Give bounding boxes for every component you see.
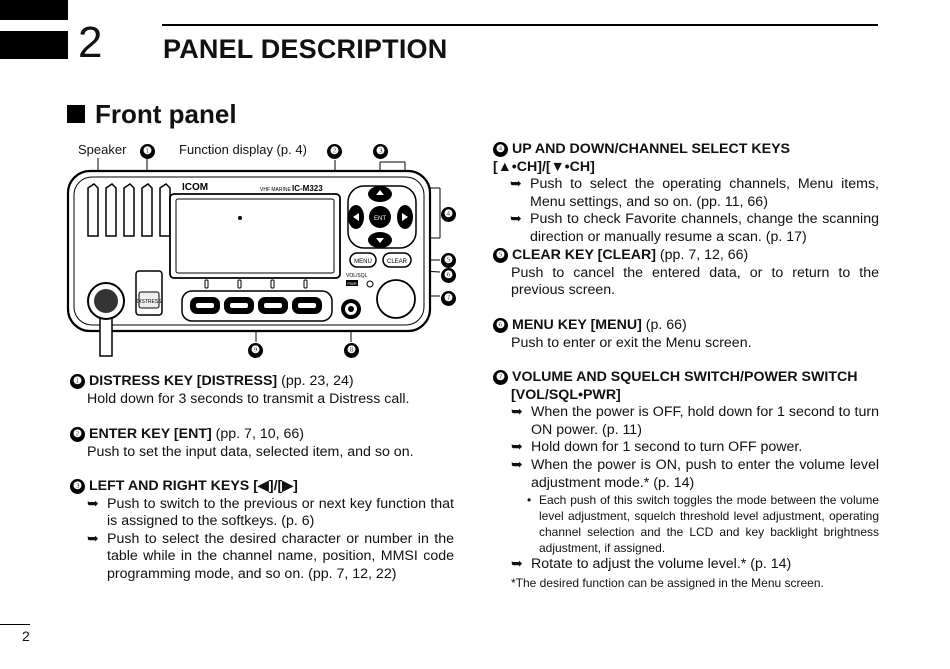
bullet-text: Push to select the desired character or … (107, 530, 454, 582)
vhf-marine-text: VHF MARINE (260, 187, 292, 193)
item-ref: (pp. 23, 24) (277, 373, 354, 389)
bullet-text: Push to check Favorite channels, change … (530, 211, 879, 245)
chapter-tab-bottom (0, 31, 68, 59)
item-body: Push to set the input data, selected ite… (87, 443, 414, 460)
section-title-text: Front panel (95, 99, 237, 129)
callout-9: ❾ (248, 343, 263, 358)
distress-key-text: DISTRESS (136, 299, 162, 305)
item-ref: (pp. 7, 12, 66) (655, 247, 749, 263)
bullet-text: Hold down for 1 second to turn OFF power… (531, 439, 803, 456)
item-ref: (p. 66) (641, 317, 687, 333)
item-title: MENU KEY [MENU] (512, 317, 642, 333)
page-title: PANEL DESCRIPTION (163, 34, 448, 64)
arrow-bullet-icon: ➥ (511, 556, 523, 573)
bullet-text: When the power is ON, push to enter the … (531, 456, 879, 491)
callout-4: ❹ (493, 142, 508, 157)
item-left-right-keys: ❸ LEFT AND RIGHT KEYS [◀]/[▶] ➥ Push to sw… (70, 478, 454, 584)
arrow-bullet-icon: ➥ (511, 404, 523, 421)
callout-2: ❷ (70, 427, 85, 442)
bullet-item: ➥ Rotate to adjust the volume level.* (p.… (511, 556, 879, 574)
page-number: 2 (22, 628, 30, 644)
page-number-rule (0, 624, 30, 625)
arrow-bullet-icon: ➥ (510, 211, 522, 228)
bullet-item: ➥ When the power is ON, push to enter the… (511, 457, 879, 492)
callout-5: ❺ (493, 248, 508, 263)
menu-key-text: MENU (354, 259, 372, 265)
bullet-item: ➥ Push to check Favorite channels, change… (510, 211, 879, 246)
bullet-text: Push to select the operating channels, M… (530, 176, 879, 210)
item-title: DISTRESS KEY [DISTRESS] (89, 373, 278, 389)
item-body: Push to enter or exit the Menu screen. (511, 334, 752, 351)
item-body: Hold down for 3 seconds to transmit a Di… (87, 390, 410, 407)
callout-1: ❶ (70, 374, 85, 389)
item-ref: (pp. 7, 10, 66) (211, 426, 304, 442)
callout-7: ❼ (493, 370, 508, 385)
callout-6: ❻ (493, 318, 508, 333)
callout-6: ❻ (441, 268, 456, 283)
callout-5: ❺ (441, 253, 456, 268)
arrow-bullet-icon: ➥ (510, 176, 522, 193)
label-function-display: Function display (p. 4) (179, 142, 307, 157)
callout-7: ❼ (441, 291, 456, 306)
header-rule (162, 24, 878, 26)
ent-key-text: ENT (374, 216, 386, 222)
bullet-text: Rotate to adjust the volume level.* (p. … (531, 556, 792, 573)
arrow-bullet-icon: ➥ (511, 439, 523, 456)
square-bullet-icon (67, 105, 85, 123)
callout-1: ❶ (140, 144, 155, 159)
brand-logo: ICOM (182, 182, 208, 193)
bullet-item: ➥ When the power is OFF, hold down for 1 … (511, 404, 879, 439)
item-title: CLEAR KEY [CLEAR] (512, 247, 656, 263)
bullet-item: ➥ Push to switch to the previous or next … (87, 496, 454, 531)
callout-3: ❸ (373, 144, 388, 159)
item-menu-key: ❻ MENU KEY [MENU] (p. 66) Push to enter o… (493, 317, 879, 352)
item-title: LEFT AND RIGHT KEYS [◀]/[▶] (89, 478, 298, 494)
bullet-item: ➥ Push to select the operating channels, … (510, 176, 879, 211)
arrow-bullet-icon: ➥ (87, 530, 99, 547)
bullet-item: ➥ Hold down for 1 second to turn OFF powe… (511, 439, 879, 457)
item-body: Push to cancel the entered data, or to r… (511, 264, 879, 299)
footnote: *The desired function can be assigned in… (511, 575, 824, 590)
callout-3: ❸ (70, 479, 85, 494)
item-title: VOLUME AND SQUELCH SWITCH/POWER SWITCH [… (511, 369, 858, 403)
arrow-bullet-icon: ➥ (87, 495, 99, 512)
section-title: Front panel (67, 98, 237, 130)
callout-4: ❹ (441, 207, 456, 222)
bullet-item: ➥ Push to select the desired character or… (87, 531, 454, 584)
item-title: UP AND DOWN/CHANNEL SELECT KEYS [▲•CH]/[… (493, 141, 790, 175)
item-title: ENTER KEY [ENT] (89, 426, 212, 442)
sub-bullet-item: • Each push of this switch toggles the mo… (511, 492, 879, 556)
clear-key-text: CLEAR (387, 259, 408, 265)
sub-bullet-text: Each push of this switch toggles the mod… (539, 493, 879, 556)
dot-bullet-icon: • (527, 493, 532, 508)
item-distress-key: ❶ DISTRESS KEY [DISTRESS] (pp. 23, 24) Ho… (70, 373, 454, 408)
item-clear-key: ❺ CLEAR KEY [CLEAR] (pp. 7, 12, 66) Push … (493, 247, 879, 300)
bullet-text: When the power is OFF, hold down for 1 s… (531, 404, 879, 438)
label-speaker: Speaker (78, 142, 127, 157)
bullet-text: Push to switch to the previous or next k… (107, 495, 454, 530)
pwr-text: PWR (347, 281, 356, 286)
chapter-number: 2 (78, 18, 103, 67)
vol-sql-text: VOL/SQL (346, 273, 368, 279)
radio-front-panel-illustration: DISTRESS ICOM VHF MARINE IC-M323 ENT MEN… (66, 158, 441, 357)
arrow-bullet-icon: ➥ (511, 456, 523, 473)
item-enter-key: ❷ ENTER KEY [ENT] (pp. 7, 10, 66) Push to… (70, 426, 454, 461)
chapter-tab-top (0, 0, 68, 20)
callout-8: ❽ (344, 343, 359, 358)
model-text: IC-M323 (292, 184, 323, 193)
callout-2: ❷ (327, 144, 342, 159)
